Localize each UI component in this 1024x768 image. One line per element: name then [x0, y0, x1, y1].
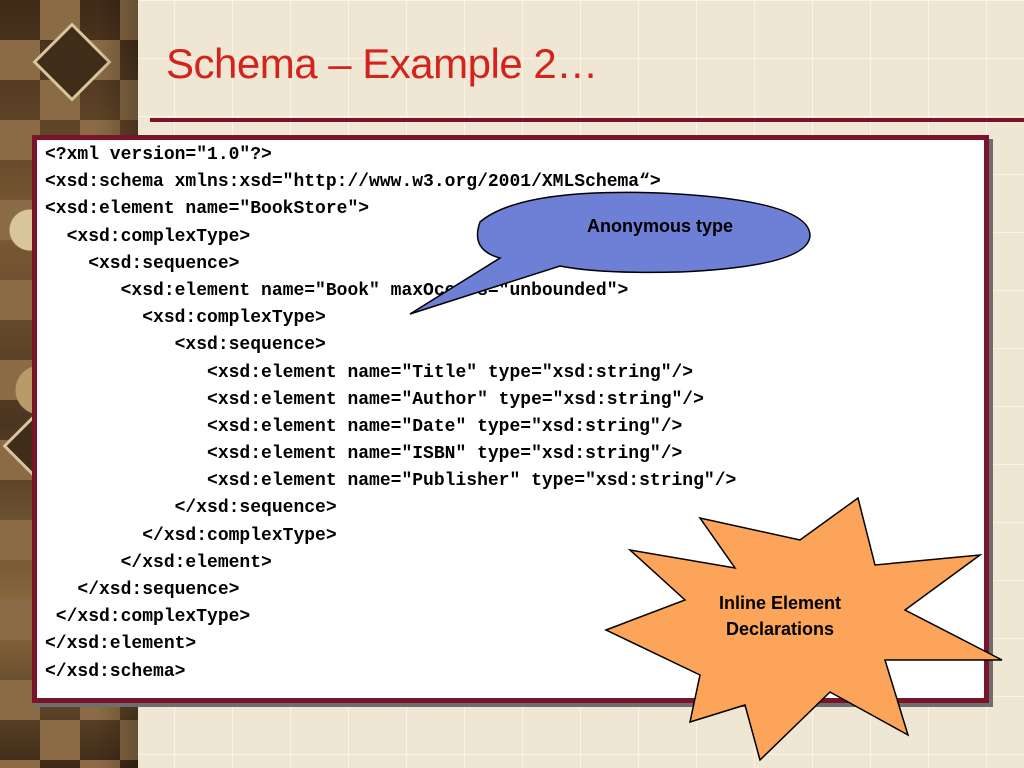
- anonymous-type-text: Anonymous type: [586, 216, 733, 236]
- code-line: <xsd:schema xmlns:xsd="http://www.w3.org…: [45, 172, 661, 193]
- code-line: </xsd:sequence>: [45, 580, 240, 600]
- xml-schema-code: <?xml version="1.0"?> <xsd:schema xmlns:…: [45, 142, 736, 686]
- code-line: <xsd:complexType>: [45, 226, 251, 247]
- code-line: </xsd:complexType>: [45, 607, 251, 628]
- code-line: <xsd:element name="Title" type="xsd:stri…: [45, 362, 694, 383]
- code-line: <xsd:element name="ISBN" type="xsd:strin…: [45, 444, 683, 465]
- code-line: </xsd:complexType>: [45, 525, 337, 546]
- code-line: <xsd:complexType>: [45, 308, 326, 329]
- slide-title: Schema – Example 2…: [166, 40, 598, 87]
- inline-declarations-starburst: [604, 496, 1003, 762]
- code-line: </xsd:sequence>: [45, 498, 337, 519]
- anonymous-type-label: Anonymous type: [540, 213, 780, 239]
- inline-declarations-label: Inline Element Declarations: [680, 590, 880, 642]
- code-line: <?xml version="1.0"?>: [45, 145, 272, 165]
- code-line: <xsd:sequence>: [45, 335, 326, 356]
- code-line: <xsd:element name="Publisher" type="xsd:…: [45, 471, 737, 492]
- code-line: <xsd:element name="BookStore">: [45, 199, 370, 220]
- code-line: </xsd:element>: [45, 552, 272, 573]
- code-line: <xsd:element name="Author" type="xsd:str…: [45, 389, 704, 410]
- inline-declarations-line1: Inline Element: [718, 593, 842, 613]
- anonymous-type-callout-bubble: [409, 191, 811, 315]
- code-line: <xsd:element name="Date" type="xsd:strin…: [45, 416, 683, 437]
- code-line: </xsd:schema>: [45, 661, 186, 682]
- code-line: <xsd:sequence>: [45, 253, 240, 274]
- inline-declarations-line2: Declarations: [725, 619, 835, 639]
- title-divider: [150, 118, 1024, 122]
- code-line: </xsd:element>: [45, 634, 197, 655]
